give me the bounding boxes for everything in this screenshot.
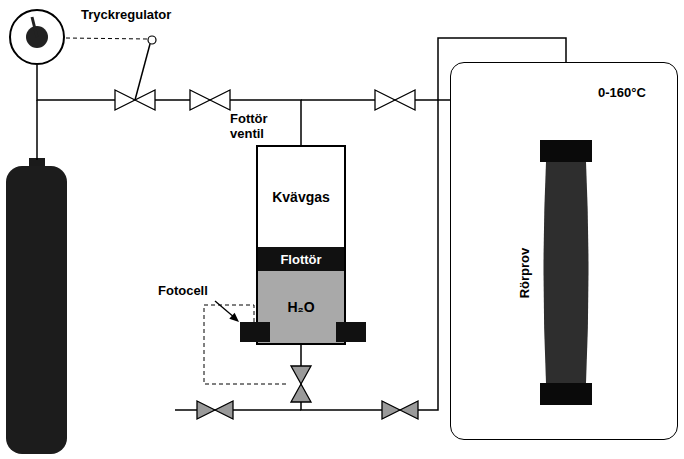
gas-cylinder <box>6 166 67 454</box>
pipe-connector <box>37 65 301 147</box>
valve-lever <box>135 44 150 100</box>
tube-body <box>544 162 589 383</box>
gauge-needle <box>32 17 37 37</box>
valve-symbol <box>115 90 155 110</box>
valve-symbol <box>291 366 311 402</box>
control-link <box>66 38 148 39</box>
water-chamber: H₂O <box>258 271 344 343</box>
temperature-label: 0-160°C <box>598 85 646 100</box>
valve-symbol <box>197 401 233 419</box>
water-label: H₂O <box>287 299 314 315</box>
float-label: Flottör <box>280 252 321 267</box>
oven-box: 0-160°C Rörprov <box>450 62 678 440</box>
sample-label: Rörprov <box>517 247 532 298</box>
vessel-label: Fottör ventil <box>230 111 288 141</box>
leader-line <box>215 301 235 318</box>
valve-symbol <box>190 90 230 110</box>
leader-arrowhead <box>229 313 239 322</box>
chamber-label: Kvävgas <box>272 189 330 205</box>
tube-cap <box>540 383 592 405</box>
float-band: Flottör <box>258 247 344 271</box>
pipe <box>175 409 301 411</box>
photocell-block <box>336 322 366 342</box>
tube-shape <box>540 140 592 405</box>
tube-cap <box>540 140 592 162</box>
callout-label: Fotocell <box>158 283 208 298</box>
float-valve-vessel: Fottör ventilKvävgasFlottörH₂O <box>256 145 346 345</box>
gas-chamber: Kvävgas <box>258 147 344 247</box>
valve-symbol <box>375 90 415 110</box>
valve-symbol <box>382 401 418 419</box>
gauge-label: Tryckregulator <box>81 7 171 22</box>
pipe-sample: Rörprov <box>540 140 592 405</box>
lever-pivot <box>148 36 156 44</box>
pipe <box>36 100 38 160</box>
gauge-dial <box>11 11 63 63</box>
photocell-block <box>240 322 270 342</box>
pressure-gauge: Tryckregulator <box>9 9 65 65</box>
